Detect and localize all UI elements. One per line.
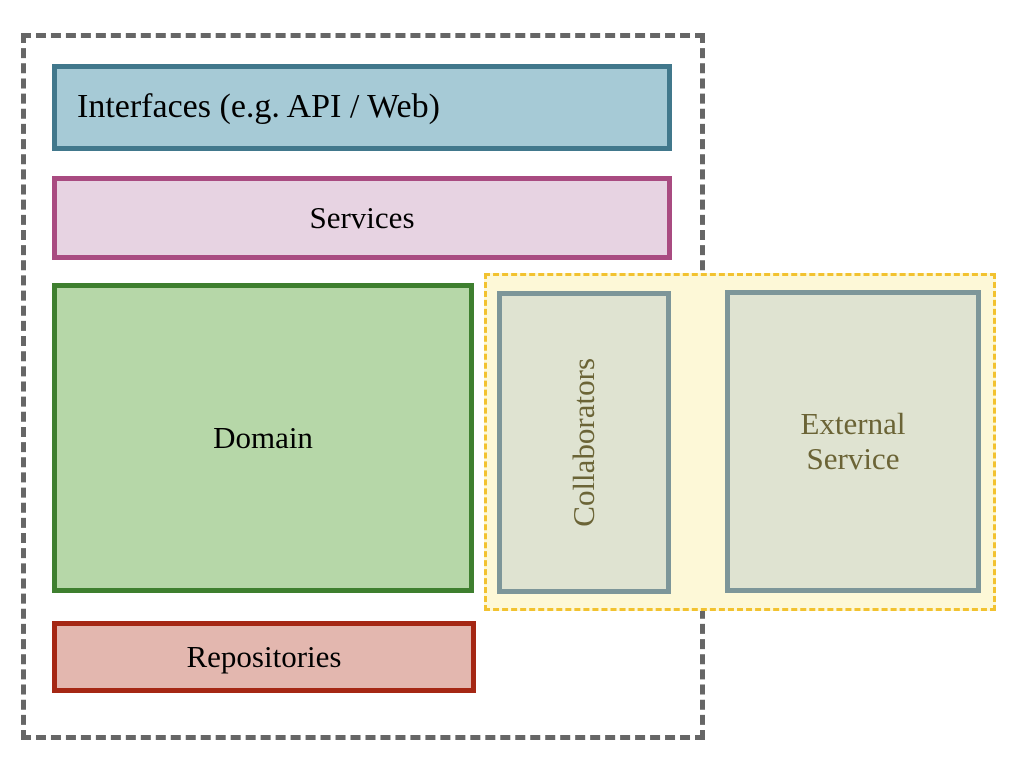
box-external-service[interactable]: External Service	[725, 290, 981, 593]
box-services[interactable]: Services	[52, 176, 672, 260]
box-domain[interactable]: Domain	[52, 283, 474, 593]
box-collaborators[interactable]: Collaborators	[497, 291, 671, 594]
box-collaborators-label: Collaborators	[565, 358, 601, 527]
box-services-label: Services	[309, 199, 415, 235]
box-repositories[interactable]: Repositories	[52, 621, 476, 693]
box-domain-label: Domain	[213, 419, 313, 455]
box-interfaces[interactable]: Interfaces (e.g. API / Web)	[52, 64, 672, 151]
box-external-service-label: External Service	[800, 405, 906, 476]
box-repositories-label: Repositories	[186, 638, 342, 674]
box-interfaces-label: Interfaces (e.g. API / Web)	[77, 88, 440, 126]
